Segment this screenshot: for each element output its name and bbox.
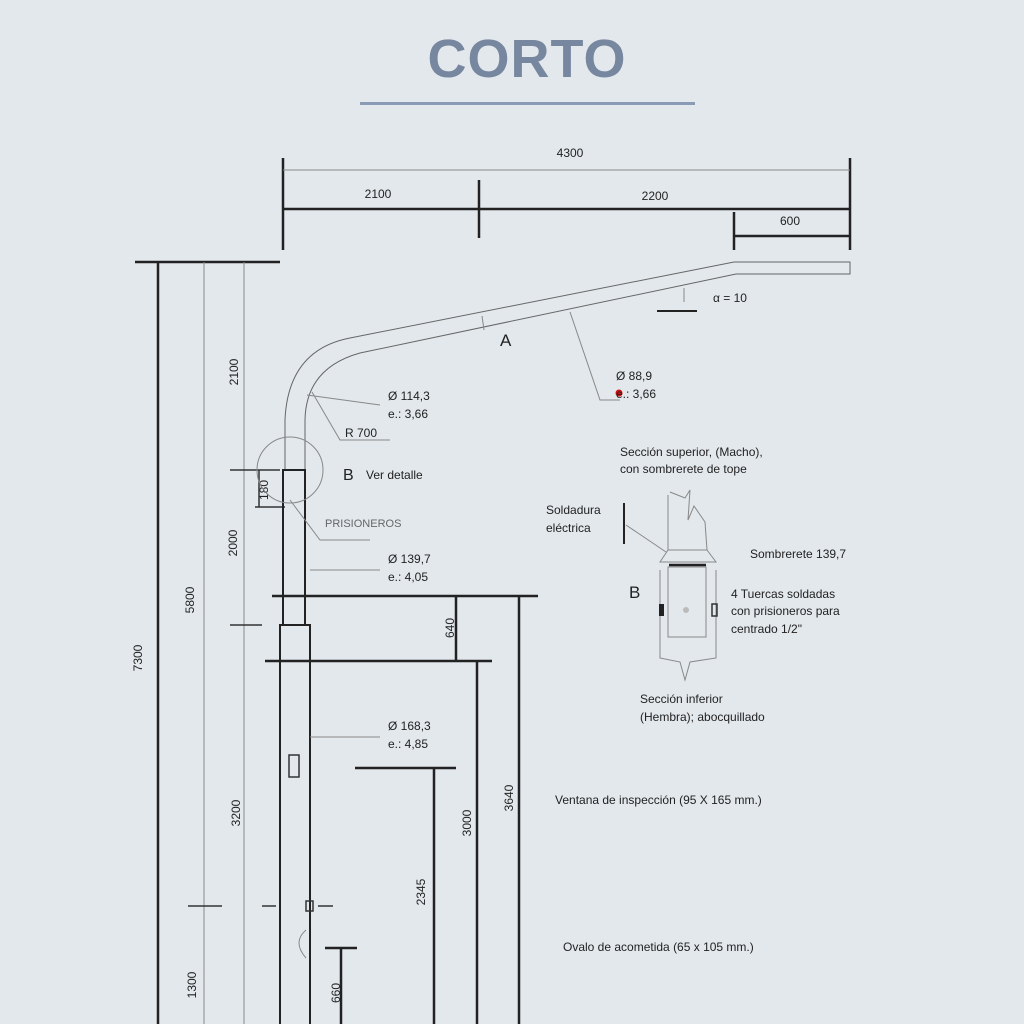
dim-3640: 3640 bbox=[502, 784, 516, 811]
angle-label: α = 10 bbox=[713, 291, 747, 305]
dim-600: 600 bbox=[780, 214, 800, 228]
detail-letter: B bbox=[629, 583, 640, 602]
detail-b: Sección superior, (Macho), con sombreret… bbox=[546, 445, 846, 724]
detail-b-ref: Ver detalle bbox=[366, 468, 423, 482]
page-title: CORTO bbox=[427, 29, 627, 89]
title-underline bbox=[360, 102, 695, 105]
dim-640: 640 bbox=[443, 618, 457, 638]
detail-nuts-line2: con prisioneros para bbox=[731, 604, 840, 618]
arm-thickness: e.: 3,66 bbox=[616, 387, 656, 401]
detail-b-letter: B bbox=[343, 467, 354, 484]
dim-660: 660 bbox=[329, 983, 343, 1003]
dim-2200: 2200 bbox=[642, 189, 669, 203]
detail-weld-line2: eléctrica bbox=[546, 521, 591, 535]
bend-diameter: Ø 114,3 bbox=[388, 389, 430, 403]
detail-upper-line2: con sombrerete de tope bbox=[620, 462, 747, 476]
lower-diameter: Ø 168,3 bbox=[388, 719, 431, 733]
dim-2000: 2000 bbox=[226, 529, 240, 556]
dim-3200: 3200 bbox=[229, 799, 243, 826]
detail-nuts-line1: 4 Tuercas soldadas bbox=[731, 587, 835, 601]
dim-1300: 1300 bbox=[185, 971, 199, 998]
red-marker bbox=[615, 389, 623, 397]
arm-dimensions: 4300 2100 2200 600 bbox=[281, 146, 852, 250]
dim-2100-vertical: 2100 bbox=[227, 358, 241, 385]
arm-diameter: Ø 88,9 bbox=[616, 369, 652, 383]
dim-7300: 7300 bbox=[131, 644, 145, 671]
lower-thickness: e.: 4,85 bbox=[388, 737, 428, 751]
detail-lower-line2: (Hembra); abocquillado bbox=[640, 710, 765, 724]
inspection-window-label: Ventana de inspección (95 X 165 mm.) bbox=[555, 793, 762, 807]
detail-nuts-line3: centrado 1/2" bbox=[731, 622, 802, 636]
upper-thickness: e.: 4,05 bbox=[388, 570, 428, 584]
dim-3000: 3000 bbox=[460, 809, 474, 836]
pole bbox=[256, 261, 851, 1024]
detail-upper-line1: Sección superior, (Macho), bbox=[620, 445, 763, 459]
dim-5800: 5800 bbox=[183, 586, 197, 613]
bend-thickness: e.: 3,66 bbox=[388, 407, 428, 421]
prisioneros-label: PRISIONEROS bbox=[325, 518, 401, 530]
dim-4300: 4300 bbox=[557, 146, 584, 160]
dim-2100: 2100 bbox=[365, 187, 392, 201]
oval-label: Ovalo de acometida (65 x 105 mm.) bbox=[563, 940, 754, 954]
detail-weld-line1: Soldadura bbox=[546, 503, 601, 517]
section-a-label: A bbox=[500, 331, 512, 350]
height-dimensions: 7300 5800 2100 2000 3200 1300 180 640 30… bbox=[131, 260, 538, 1024]
upper-diameter: Ø 139,7 bbox=[388, 552, 431, 566]
leaders bbox=[289, 288, 697, 738]
detail-lower-line1: Sección inferior bbox=[640, 692, 723, 706]
detail-hat: Sombrerete 139,7 bbox=[750, 547, 846, 561]
dim-2345: 2345 bbox=[414, 878, 428, 905]
radius-label: R 700 bbox=[345, 426, 377, 440]
